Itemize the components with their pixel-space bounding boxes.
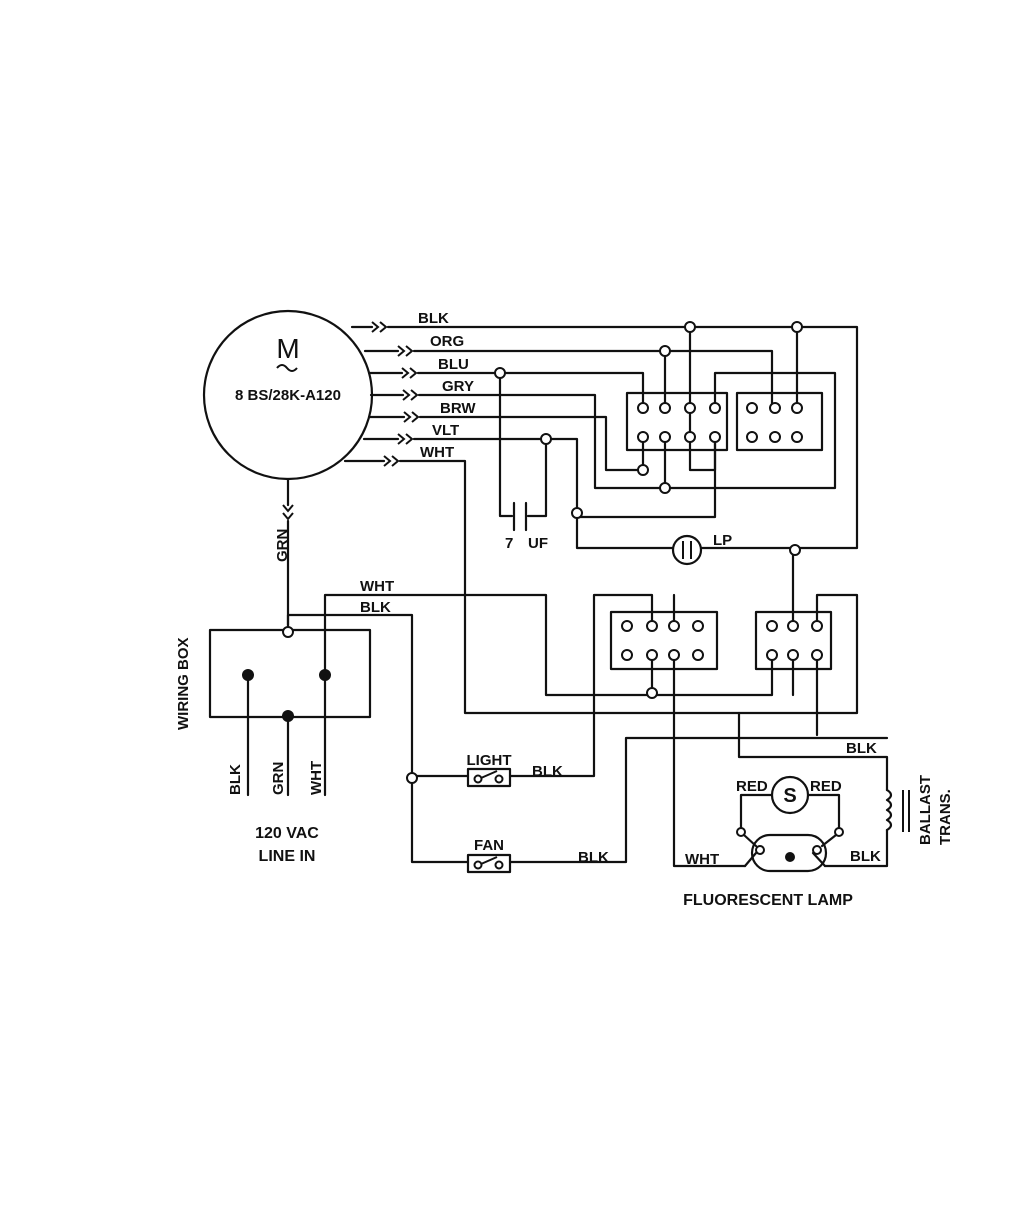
fan-switch: FAN BLK [466,837,609,874]
terminal-block-upper-right [735,391,824,452]
ballast-label-2: TRANS. [937,789,954,845]
lamp-wht-label: WHT [685,851,719,868]
arrow-icon [282,504,294,521]
lead-label-org: ORG [430,333,464,350]
terminal-block-lower-left [609,610,719,671]
lead-label-brw: BRW [440,400,476,417]
arrow-icon [401,367,418,379]
capacitor: 7 UF [505,501,548,552]
supply-line-in: LINE IN [259,848,316,865]
motor-lead-stubs [286,325,406,507]
ballast-transformer: BLK BALLAST TRANS. [846,740,954,845]
motor-lead-arrows [282,321,420,521]
arrow-icon [397,345,414,357]
lead-label-vlt: VLT [432,422,459,439]
terminal-terminals-lower [621,620,823,661]
lower-wires [286,546,889,868]
ballast-wire-label: BLK [846,740,877,757]
starter-label: S [783,785,796,807]
arrow-icon [403,411,420,423]
lead-label-gry: GRY [442,378,474,395]
wiring-box-wht: WHT [360,578,394,595]
starter-red-left: RED [736,778,768,795]
lead-label-blk: BLK [418,310,449,327]
lamp-blk-label: BLK [850,848,881,865]
lamp-tube [750,833,828,873]
capacitor-value: 7 [505,535,513,552]
light-switch-label: LIGHT [467,752,512,769]
lead-label-blu: BLU [438,356,469,373]
motor: M 8 BS/28K-A120 [202,309,374,481]
arrow-icon [371,321,388,333]
fan-switch-wire: BLK [578,849,609,866]
lead-label-wht: WHT [420,444,454,461]
light-switch-wire: BLK [532,763,563,780]
arrow-icon [383,455,400,467]
fluorescent-lamp: S RED RED WHT BLK FLUORESCENT LAMP [683,775,881,909]
supply-voltage: 120 VAC [255,825,319,842]
wiring-box-title: WIRING BOX [175,638,192,731]
light-switch: LIGHT BLK [467,752,563,788]
line-wire-wht: WHT [308,761,325,795]
wiring-box-blk: BLK [360,599,391,616]
starter-red-right: RED [810,778,842,795]
ground-lead-label: GRN [274,529,291,562]
lamp-title: FLUORESCENT LAMP [683,892,853,909]
wiring-box: WIRING BOX WHT BLK GRN BLK GRN WHT 120 V… [175,529,394,865]
lead-labels: BLK ORG BLU GRY BRW VLT WHT [418,310,476,461]
ballast-coil-icon [885,788,893,832]
starter [770,775,810,815]
motor-model: 8 BS/28K-A120 [235,387,341,404]
motor-symbol: M [276,333,299,364]
arrow-icon [402,389,419,401]
capacitor-unit: UF [528,535,548,552]
line-wire-blk: BLK [227,764,244,795]
arrow-icon [397,433,414,445]
indicator-lamp-label: LP [713,532,732,549]
terminal-terminals-upper [637,402,803,443]
terminal-block-lower-right [754,610,833,671]
ballast-label-1: BALLAST [917,775,934,845]
upper-wires [286,325,889,792]
indicator-lamp: LP [671,532,732,566]
line-wire-grn: GRN [270,762,287,795]
terminal-block-upper-left [625,391,729,452]
ac-symbol-icon [276,364,298,372]
junction-nodes [406,321,803,784]
fan-switch-label: FAN [474,837,504,854]
